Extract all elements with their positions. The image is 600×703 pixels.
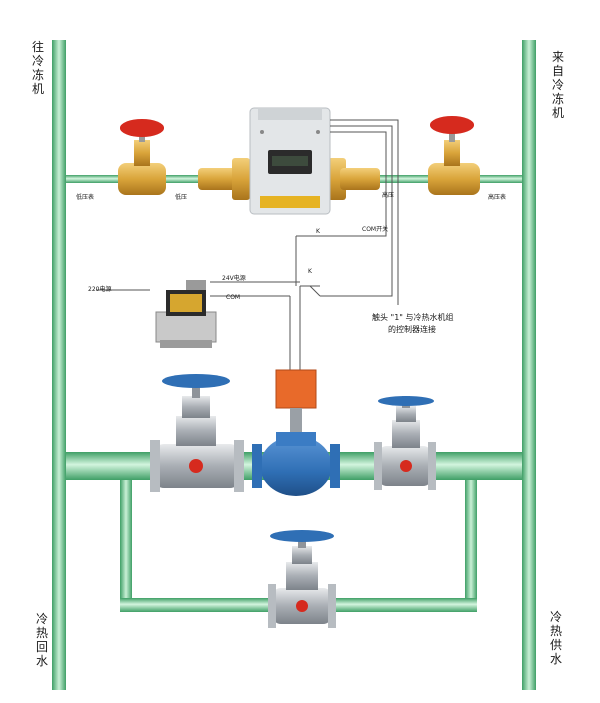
globe-valve-icon [374,396,436,490]
label-com: COM [226,294,241,301]
pressure-controller-icon [249,107,331,215]
bypass-left-drop [120,480,132,604]
globe-valve-icon [268,530,336,628]
label-low-pressure: 低压 [175,194,188,201]
bypass-right-drop [465,480,477,604]
label-contact-note-2: 的控制器连接 [388,325,436,334]
brass-fitting-left [198,158,250,200]
label-return-water: 冷热回水 [35,612,48,668]
label-to-chiller: 往冷冻机 [31,40,44,96]
gate-valve-icon [428,116,480,195]
motorized-valve-icon [252,369,340,496]
label-low-pressure-gauge: 低压表 [76,194,95,201]
label-relay-k2: K [308,268,312,275]
label-24v-power: 24V电源 [222,275,246,282]
label-contact-note-1: 触头 "1" 与冷热水机组 [372,313,454,322]
globe-valve-icon [150,374,244,492]
label-220-power: 220电源 [88,286,112,293]
gate-valve-icon [118,119,166,195]
label-high-pressure-gauge: 高压表 [488,194,507,201]
label-supply-water: 冷热供水 [549,610,562,666]
left-riser-pipe [52,40,66,690]
brass-fitting-right [328,158,380,200]
label-high-pressure: 高压 [382,192,395,199]
label-com-switch: COM开关 [362,226,389,233]
transformer-icon [155,280,217,348]
control-wiring [96,119,399,372]
label-from-chiller: 来自冷冻机 [551,50,564,120]
right-riser-pipe [522,40,536,690]
label-relay-k1: K [316,228,320,235]
